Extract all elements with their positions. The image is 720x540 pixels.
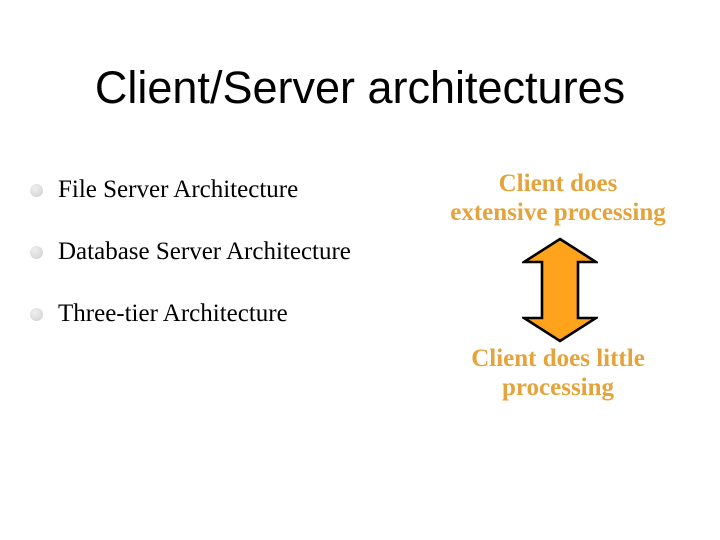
annotation-line: processing (501, 374, 615, 401)
double-vertical-arrow-svg (522, 237, 598, 343)
list-item: Database Server Architecture (30, 236, 351, 268)
annotation-line: extensive processing (450, 199, 666, 226)
bullet-icon (30, 307, 43, 321)
annotation-client-extensive: Client does extensive processing (428, 169, 688, 227)
list-item: Three-tier Architecture (30, 298, 351, 330)
bullet-icon (30, 183, 43, 197)
bullet-label: Database Server Architecture (58, 238, 351, 265)
bullet-list: File Server Architecture Database Server… (30, 174, 351, 360)
double-vertical-arrow-shape (522, 237, 598, 343)
slide-title: Client/Server architectures (94, 62, 626, 113)
double-vertical-arrow-icon (522, 237, 598, 343)
bullet-label: Three-tier Architecture (58, 300, 288, 327)
annotation-line: Client does (498, 170, 618, 197)
annotation-client-little: Client does little processing (428, 344, 688, 402)
bullet-icon (30, 245, 43, 259)
annotation-line: Client does little (471, 345, 645, 372)
list-item: File Server Architecture (30, 174, 351, 206)
bullet-label: File Server Architecture (58, 176, 299, 203)
